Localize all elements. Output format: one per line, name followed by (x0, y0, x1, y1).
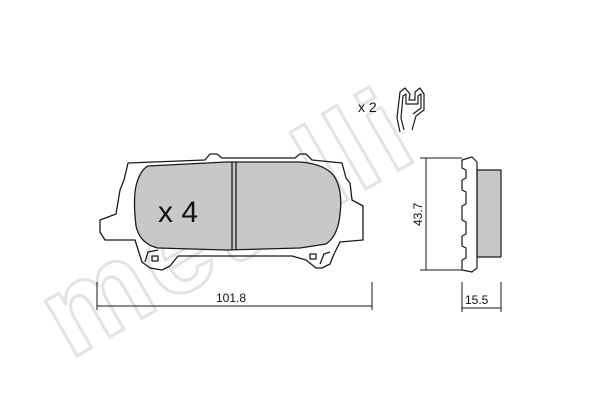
pad-side-view (461, 156, 502, 273)
height-dimension (420, 157, 462, 271)
clip-outline (396, 87, 425, 133)
width-value: 101.8 (216, 291, 246, 305)
pad-quantity-label: x 4 (158, 196, 198, 229)
lower-tab-right (319, 251, 331, 265)
width-dimension (96, 282, 373, 310)
tab-hole-left (151, 255, 159, 262)
thickness-value: 15.5 (465, 293, 489, 307)
side-friction-block (476, 169, 502, 258)
backing-plate-outline (99, 153, 364, 271)
thickness-dimension (461, 282, 502, 312)
lower-tab-left (144, 249, 159, 263)
brake-pad-front-view (99, 153, 364, 271)
retaining-clip (396, 87, 425, 133)
clip-inner (400, 93, 422, 131)
height-value: 43.7 (411, 202, 425, 226)
tab-hole-right (309, 253, 317, 260)
clip-quantity-label: x 2 (358, 99, 377, 115)
friction-material (133, 161, 342, 251)
side-backing-plate (461, 156, 478, 273)
